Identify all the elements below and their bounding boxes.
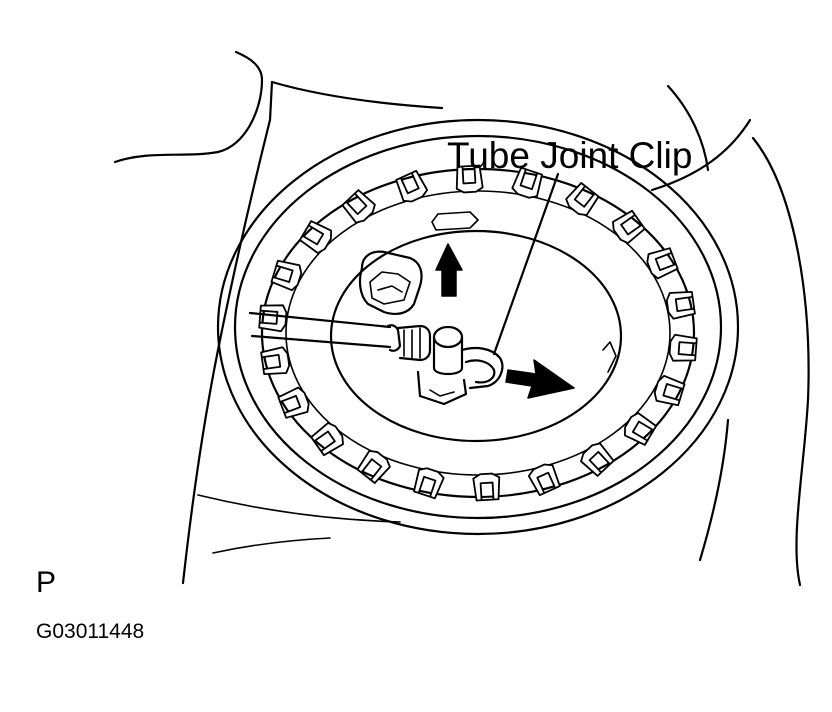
retainer-tab [472, 472, 501, 502]
retainer-tab [341, 189, 376, 224]
retainer-tab [646, 247, 679, 280]
tube-joint-clip-label: Tube Joint Clip [447, 135, 692, 176]
retainer-tab [580, 442, 615, 477]
retainer-tab [455, 164, 484, 194]
right-arrow-icon [505, 359, 575, 399]
tank-panel [113, 50, 810, 587]
retainer-tab [511, 166, 543, 199]
retainer-tab [277, 386, 310, 419]
retainer-tab [668, 333, 698, 362]
retainer-tab [270, 259, 303, 292]
up-arrow-icon [435, 243, 463, 297]
retainer-tab [356, 450, 391, 484]
view-marker: P [36, 566, 56, 599]
retainer-tab [612, 209, 646, 245]
tube-joint [416, 325, 504, 406]
callout-leader-line [492, 172, 560, 356]
retainer-tab [413, 467, 445, 500]
fuel-hose [248, 311, 432, 362]
retainer-tab [260, 346, 291, 376]
retainer-tab [310, 421, 344, 457]
retainer-tab [299, 220, 332, 254]
retainer-tab [624, 412, 657, 446]
retainer-tab [565, 182, 600, 216]
pump-cover-plate [329, 211, 623, 443]
retainer-tab [258, 304, 288, 333]
figure-code: G03011448 [36, 620, 144, 643]
retainer-tab [653, 374, 686, 407]
retainer-tab [395, 169, 429, 203]
retainer-tab [527, 463, 561, 497]
retainer-ring-tabs [258, 164, 698, 502]
pump-connector [358, 250, 423, 315]
retainer-tab [665, 290, 696, 320]
